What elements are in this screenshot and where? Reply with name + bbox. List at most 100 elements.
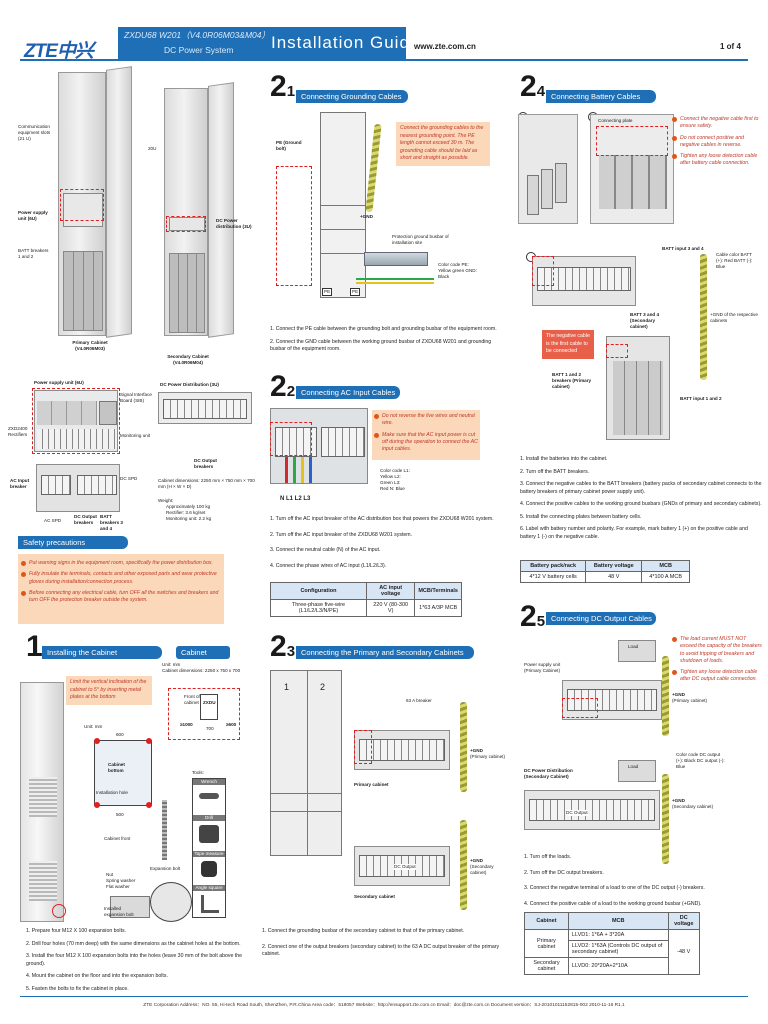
section-2-4-steps: 1. Install the batteries into the cabine… [520, 456, 764, 546]
table-cell: -48 V [667, 929, 701, 975]
tape-measure-icon [201, 861, 217, 877]
safety-item: Fully insulate the terminals, contacts a… [21, 571, 221, 586]
cabinet-bottom-diagram [94, 740, 152, 806]
safety-item: Put warning signs in the equipment room,… [21, 560, 221, 567]
table-cell: LLVD2: 1*63A (Controls DC output of seco… [567, 940, 669, 958]
step: 5. Fasten the bolts to fix the cabinet i… [26, 985, 129, 992]
dc-gnd-cable-2 [662, 774, 669, 864]
table-header: DC voltage [667, 912, 701, 930]
section-2-4-number: 24 [520, 70, 546, 103]
batt-breakers-label: BATT breakers 1 and 2 [18, 248, 49, 259]
psu-output-highlight [562, 698, 598, 718]
section-2-5-steps: 1. Turn off the loads. 2. Turn off the D… [524, 854, 760, 913]
monitoring-unit [99, 401, 117, 425]
hole-icon [94, 802, 100, 808]
pe-label: PE (Ground bolt) [276, 140, 302, 151]
section-2-5-number: 25 [520, 600, 546, 633]
u20-label: 20U [148, 146, 157, 151]
battery-connect-image [590, 114, 674, 224]
battery-bay [63, 251, 103, 331]
step: 5. Install the connecting plates between… [520, 513, 642, 520]
section-1-title: Installing the Cabinet [42, 646, 162, 659]
ac-input-highlight [270, 422, 312, 456]
batt-cable [700, 254, 707, 380]
flat-label: Flat washer [106, 884, 130, 889]
dc-dist-breakers [529, 799, 655, 821]
dc-output-tag-2: DC Output [566, 810, 588, 816]
warning-item: Do not reverse the live wires and neutra… [374, 413, 478, 428]
psu-module [63, 193, 103, 227]
installed-bolt-image [110, 896, 150, 918]
gnd-cable-secondary [460, 820, 467, 910]
warning-item: Tighten any loose detection cable after … [672, 669, 762, 684]
dc-detail-breakers [163, 399, 247, 419]
zxdu-label: ZXDU [203, 700, 216, 705]
weight-label: Weight: [158, 498, 174, 503]
section-2-3: 23 Connecting the Primary and Secondary … [262, 626, 510, 996]
secondary-cabinet-image [164, 88, 208, 336]
dim-600: ≥600 [226, 722, 237, 727]
battery-cell [541, 169, 553, 209]
secondary-cabinet-door [208, 82, 234, 338]
primary-label: Primary cabinet [354, 782, 389, 787]
batt34-sub: BATT 3 and 4 (Secondary cabinet) [630, 312, 660, 329]
tool-wrench-label: Wrench [193, 779, 225, 785]
gnd-label: +GND [360, 214, 373, 219]
tool-drill-label: Drill [193, 815, 225, 821]
ac-input-detail [36, 464, 120, 512]
section-2-5-title: Connecting DC Output Cables [546, 612, 656, 625]
batt34-highlight [532, 256, 554, 286]
batt12-highlight [606, 344, 628, 358]
color-code: Color code PE: Yellow green GND: Black [438, 262, 477, 279]
section-2-2-steps: 1. Turn off the AC input breaker of the … [270, 516, 506, 575]
monitoring-label: Monitoring unit [120, 433, 151, 438]
pe-cable-yellow [356, 282, 434, 284]
wrench-icon [199, 793, 219, 799]
cabinet-divider [321, 205, 365, 206]
load-box-2 [618, 760, 656, 782]
primary-cabinet-door [106, 66, 132, 338]
safety-section: Safety precautions Put warning signs in … [18, 536, 256, 626]
website[interactable]: www.zte.com.cn [414, 42, 476, 51]
gnd-cable-primary [460, 702, 467, 792]
width-500: 500 [116, 812, 124, 817]
tools-box: Wrench Drill Tape measure Angle square [192, 778, 226, 918]
safety-item: Before connecting any electrical cable, … [21, 590, 221, 605]
cable-green [293, 457, 296, 483]
step: 3. Install the four M12 X 100 expansion … [26, 953, 242, 967]
width-600: 600 [116, 732, 124, 737]
table-cell: Three-phase five-wire (L1/L2/L3/N/PE) [270, 599, 367, 617]
section-2-1-steps: 1. Connect the PE cable between the grou… [270, 326, 506, 359]
pe-bolt-highlight [276, 166, 312, 286]
gnd-primary-2-sub: (Primary cabinet) [672, 698, 707, 703]
gnd-secondary-2: +GND [672, 798, 685, 803]
safety-title: Safety precautions [18, 536, 128, 549]
nut-label: Nut [106, 872, 114, 877]
dim-700: 700 [206, 726, 214, 731]
battery-rack [613, 361, 663, 435]
table-header: AC input voltage [365, 582, 416, 600]
rectifiers-label: ZXD2400 Rectifiers [8, 426, 28, 437]
step: 4. Mount the cabinet on the floor and in… [26, 973, 168, 980]
step: 3. Connect the negative terminal of a lo… [524, 885, 705, 892]
ac-input-breakers [41, 475, 71, 495]
rectifier-row [37, 401, 97, 425]
cabinet-position-title: Cabinet position [176, 646, 230, 670]
ac-breaker-row [37, 429, 117, 449]
table-cell: 220 V (80-300 V) [365, 599, 416, 617]
batt12-label: BATT 1 and 2 breakers (Primary cabinet) [552, 372, 592, 389]
dimensions-label: Cabinet dimensions: 2250 x 750 x 700 [162, 668, 241, 673]
cable-yellow [301, 457, 304, 483]
warning-item: Tighten any loose detection cable after … [672, 153, 764, 168]
section-1-number: 1 [26, 630, 43, 663]
gnd-secondary-2-sub: (Secondary cabinet) [672, 804, 714, 809]
tools-title: Tools: [192, 770, 204, 775]
hole-icon [146, 802, 152, 808]
step: 2. Turn off the BATT breakers. [520, 468, 590, 475]
dc-output-breakers [77, 475, 117, 495]
psu-detail-title: Power supply unit (6U) [34, 380, 84, 385]
warning-item: Make sure that the AC input power is cut… [374, 432, 478, 454]
vent-grille [29, 861, 57, 901]
dc-gnd-cable-1 [662, 656, 669, 736]
cabinet-divider [321, 253, 365, 254]
